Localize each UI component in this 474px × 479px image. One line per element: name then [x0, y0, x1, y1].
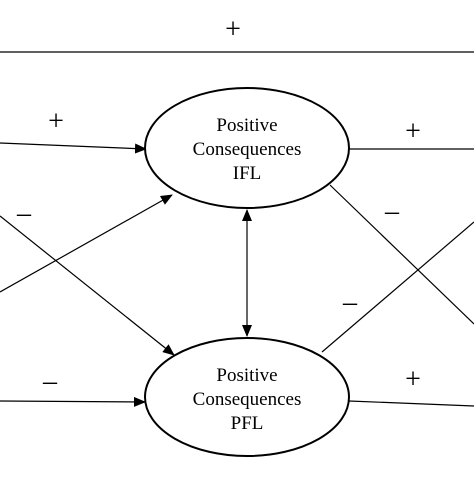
- sign-out-lower: +: [405, 364, 421, 395]
- node-ifl-line-2: Consequences: [193, 139, 302, 160]
- arrow-in-upper: [0, 142, 147, 154]
- sign-in-lower: –: [42, 366, 58, 397]
- node-ifl: [144, 87, 350, 209]
- line-out-pfl-cross: [321, 221, 474, 353]
- sign-out-cross-a: –: [384, 196, 400, 227]
- node-pfl-line-3: PFL: [231, 413, 264, 434]
- arrow-in-cross-to-pfl: [0, 215, 175, 356]
- node-ifl-line-3: IFL: [233, 163, 262, 184]
- sign-in-upper: +: [48, 106, 64, 137]
- node-pfl-line-2: Consequences: [193, 389, 302, 410]
- arrow-in-cross-to-ifl: [0, 194, 173, 293]
- sign-out-cross-b: –: [342, 287, 358, 318]
- line-out-ifl-cross: [329, 184, 474, 325]
- node-pfl-line-1: Positive: [216, 365, 277, 386]
- sign-out-upper: +: [405, 116, 421, 147]
- arrow-in-lower: [0, 396, 146, 407]
- sign-in-cross: –: [16, 198, 32, 229]
- node-pfl: [144, 337, 350, 457]
- top-sign: +: [225, 14, 241, 45]
- node-ifl-line-1: Positive: [216, 115, 277, 136]
- line-out-lower: [348, 400, 474, 407]
